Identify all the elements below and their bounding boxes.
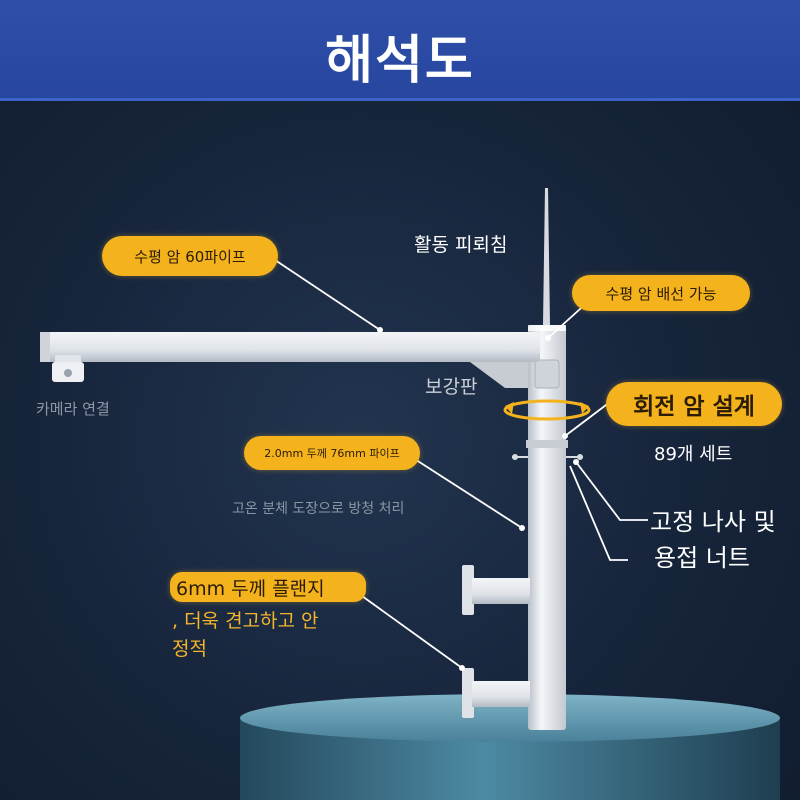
page-title: 해석도 xyxy=(325,31,475,91)
callout-rotation: 회전 암 설계 xyxy=(606,382,782,426)
callout-pipe-spec: 2.0mm 두께 76mm 파이프 xyxy=(244,436,420,470)
lightning-rod xyxy=(543,188,550,325)
label-sets: 89개 세트 xyxy=(654,444,733,465)
leader-pipe-spec xyxy=(409,455,523,529)
callout-flange-line2: , 더욱 견고하고 안 xyxy=(172,610,319,632)
main-pole xyxy=(512,325,583,730)
leader-screws-1 xyxy=(575,461,648,521)
callout-flange-line1: 6mm 두께 플랜지 xyxy=(170,572,366,602)
rotation-arrows-icon xyxy=(503,399,591,421)
label-lightning-rod: 활동 피뢰침 xyxy=(414,234,508,256)
label-reinforcement: 보강판 xyxy=(425,376,478,398)
callout-arm-pipe: 수평 암 60파이프 xyxy=(102,236,278,276)
leader-screws-2 xyxy=(569,465,628,561)
flange-upper xyxy=(462,565,530,615)
leader-arm-pipe xyxy=(271,257,381,331)
pedestal xyxy=(240,694,780,800)
label-screws-line2: 용접 너트 xyxy=(654,544,750,572)
title-banner: 해석도 xyxy=(0,0,800,101)
label-camera: 카메라 연결 xyxy=(36,400,110,418)
horizontal-arm xyxy=(40,332,540,382)
reinforcement-plate xyxy=(470,362,528,388)
leader-lines xyxy=(271,257,648,669)
leader-flange xyxy=(361,595,463,669)
label-screws-line1: 고정 나사 및 xyxy=(650,508,776,536)
flange-lower xyxy=(462,668,530,718)
callout-arm-wiring: 수평 암 배선 가능 xyxy=(572,275,750,311)
label-coating: 고온 분체 도장으로 방청 처리 xyxy=(232,501,405,517)
leader-rotation xyxy=(564,401,611,437)
callout-flange-line3: 정적 xyxy=(172,638,207,660)
